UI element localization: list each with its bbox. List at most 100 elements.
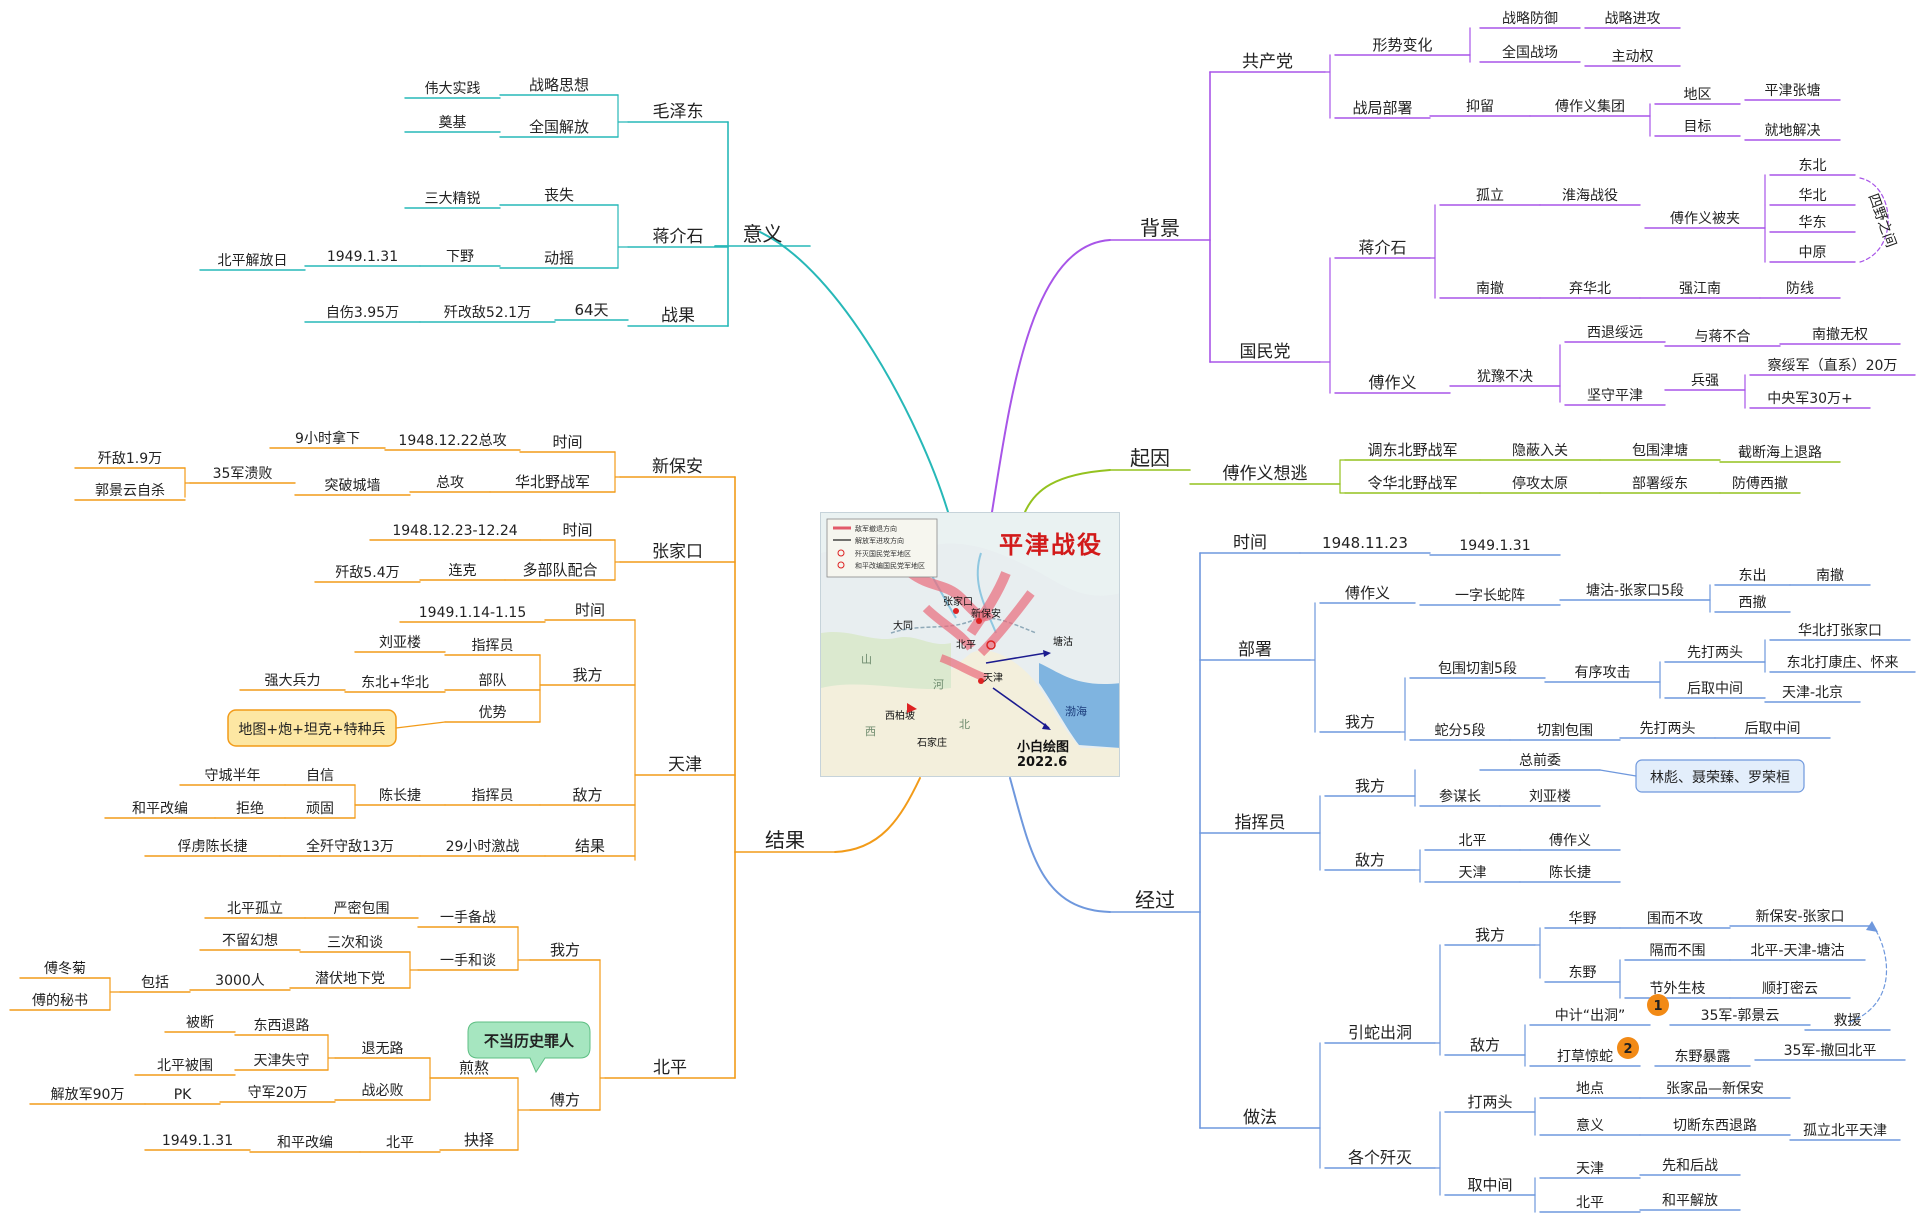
node-tanggu-zjk: 塘沽-张家口5段	[1586, 582, 1684, 599]
node-zh-tianjin: 天津	[1459, 865, 1487, 881]
node-zhongji-chudong: 中计“出洞”	[1555, 1008, 1626, 1024]
map-legend-3: 歼灭国民党军地区	[855, 549, 911, 558]
node-19481222: 1948.12.22总攻	[398, 433, 506, 449]
node-jg-19490131: 1949.1.31	[1459, 538, 1530, 554]
node-beiping-guli: 北平孤立	[227, 901, 283, 917]
node-tj-jieguo: 结果	[575, 837, 605, 855]
node-fuzuoyi-jituan: 傅作义集团	[1555, 98, 1625, 115]
node-zh-fuzuoyi: 傅作义	[1549, 833, 1591, 849]
node-xiaye: 下野	[446, 249, 474, 265]
node-jiandi54wan: 歼敌5.4万	[335, 565, 399, 581]
node-mubiao: 目标	[1684, 119, 1712, 135]
map-legend-2: 解放军进攻方向	[855, 536, 904, 545]
node-zhudongquan: 主动权	[1612, 49, 1654, 65]
node-jz-19490131: 1949.1.31	[162, 1133, 233, 1149]
node-zh-chenchangjie: 陈长捷	[1549, 864, 1591, 881]
node-pingjin-zhangtang: 平津张塘	[1765, 83, 1821, 99]
node-heping-jiefang: 和平解放	[1662, 1193, 1718, 1209]
node-jianshou-pingjin: 坚守平津	[1587, 388, 1643, 404]
bracket-label: 四野之间	[1865, 192, 1899, 250]
node-tianjin: 天津	[668, 755, 702, 775]
node-zh-difang: 敌方	[1355, 851, 1385, 869]
node-heping-gaibian: 和平改编	[132, 801, 188, 817]
node-zhangjiakou: 张家口	[652, 542, 703, 562]
node-didian: 地点	[1576, 1081, 1604, 1097]
node-guojingyun: 郭景云自杀	[95, 482, 165, 499]
node-bg-fuzuoyi: 傅作义	[1368, 373, 1416, 392]
node-zhanlue-sixiang: 战略思想	[529, 76, 589, 94]
node-tj-shijian: 时间	[575, 601, 605, 619]
connector	[1599, 769, 1637, 777]
node-zixin: 自信	[306, 768, 334, 784]
node-bp-fufang: 傅方	[550, 1091, 580, 1109]
node-jujue: 拒绝	[236, 801, 264, 817]
node-huaihai: 淮海战役	[1562, 188, 1618, 204]
node-ys-wofang: 我方	[1475, 926, 1505, 944]
node-duobudui: 多部队配合	[522, 561, 597, 579]
node-shoujun20wan: 守军20万	[248, 1085, 308, 1101]
node-region-dongbei: 东北	[1799, 158, 1827, 174]
node-sanda-jingrui: 三大精锐	[425, 191, 481, 207]
map-place-bei: 北	[959, 718, 970, 731]
node-canmouzhang: 参谋长	[1439, 788, 1481, 805]
node-gongchandang: 共产党	[1242, 52, 1293, 72]
node-zishang: 自伤3.95万	[326, 305, 399, 321]
node-sf-xianda: 先打两头	[1640, 720, 1696, 737]
node-beiping-jiefangri: 北平解放日	[218, 253, 288, 269]
node-jiewai-shengzhi: 节外生枝	[1650, 981, 1706, 997]
node-fulu-chenchangjie: 俘虏陈长捷	[178, 838, 248, 855]
node-zjk-shijian: 时间	[562, 521, 592, 539]
map-place-tanggu: 塘沽	[1053, 635, 1073, 648]
node-xianda-liangtou: 先打两头	[1687, 644, 1743, 661]
edge-main-yiyi	[759, 231, 949, 513]
node-xba-zjk: 新保安-张家口	[1755, 908, 1844, 925]
node-jg-19481123: 1948.11.23	[1322, 534, 1408, 552]
node-lianke: 连克	[449, 563, 477, 579]
bracket-dashed	[1859, 177, 1889, 263]
node-bp-tj-tg: 北平-天津-塘沽	[1750, 943, 1844, 959]
edge-main-qiyin	[1024, 469, 1111, 513]
map-place-tianjin: 天津	[983, 672, 1003, 684]
node-guli-bptj: 孤立北平天津	[1803, 1123, 1887, 1139]
node-jiandi19wan: 歼敌1.9万	[98, 451, 162, 467]
node-dongye-baolu: 东野暴露	[1675, 1049, 1731, 1065]
branch-beijing: 背景	[1140, 216, 1180, 240]
edge-main-jieguo	[834, 777, 921, 853]
node-region-huabei: 华北	[1799, 188, 1827, 204]
node-youyu-bujue: 犹豫不决	[1477, 369, 1533, 385]
node-jg-fuzuoyi: 傅作义	[1345, 584, 1390, 602]
node-bp-wofang: 我方	[550, 941, 580, 959]
node-jz-heping-gaibian: 和平改编	[277, 1135, 333, 1151]
node-guli: 孤立	[1476, 188, 1504, 204]
map-drawing: 敌军撤退方向 解放军进攻方向 歼灭国民党军地区 和平改编国民党军地区 张家口 新…	[821, 513, 1119, 776]
node-fudongju: 傅冬菊	[44, 961, 86, 977]
node-xitui-suiyuan: 西退绥远	[1587, 325, 1643, 341]
callout-text: 不当历史罪人	[484, 1032, 575, 1050]
map-place-bohai: 渤海	[1065, 704, 1087, 718]
node-zongqianwei: 总前委	[1519, 752, 1561, 769]
node-jianao: 煎熬	[459, 1059, 489, 1077]
node-maozedong: 毛泽东	[653, 102, 704, 122]
node-tupo-chengqiang: 突破城墙	[325, 478, 381, 494]
node-baowei-jintang: 包围津塘	[1632, 443, 1688, 459]
node-nanche-wuquan: 南撤无权	[1812, 327, 1868, 343]
node-19490114: 1949.1.14-1.15	[419, 605, 526, 621]
node-fangxian: 防线	[1786, 281, 1814, 297]
step-badge-1	[1647, 994, 1669, 1016]
node-beiping: 北平	[653, 1058, 687, 1078]
node-zhanlue-fangyu: 战略防御	[1502, 11, 1558, 27]
node-baokuo: 包括	[141, 975, 169, 991]
node-guomindang: 国民党	[1240, 342, 1291, 362]
node-dongye: 东野	[1569, 965, 1597, 981]
node-dacao-jingshe: 打草惊蛇	[1557, 1048, 1613, 1065]
node-bg-jiangjieshi: 蒋介石	[1358, 238, 1406, 257]
node-tj-zhihuiyuan: 指挥员	[472, 638, 514, 654]
node-fuzuoyi-xiangtao: 傅作义想逃	[1223, 464, 1308, 484]
node-tj-difang-zhihuiyuan: 指挥员	[472, 788, 514, 804]
node-zhanbibai: 战必败	[362, 1083, 404, 1099]
node-xiche: 西撤	[1739, 595, 1767, 611]
node-ditu-pao-tanke: 地图+炮+坦克+特种兵	[238, 722, 385, 738]
node-xianhe-houzhan: 先和后战	[1662, 1158, 1718, 1174]
node-ling-huabei: 令华北野战军	[1367, 474, 1457, 492]
